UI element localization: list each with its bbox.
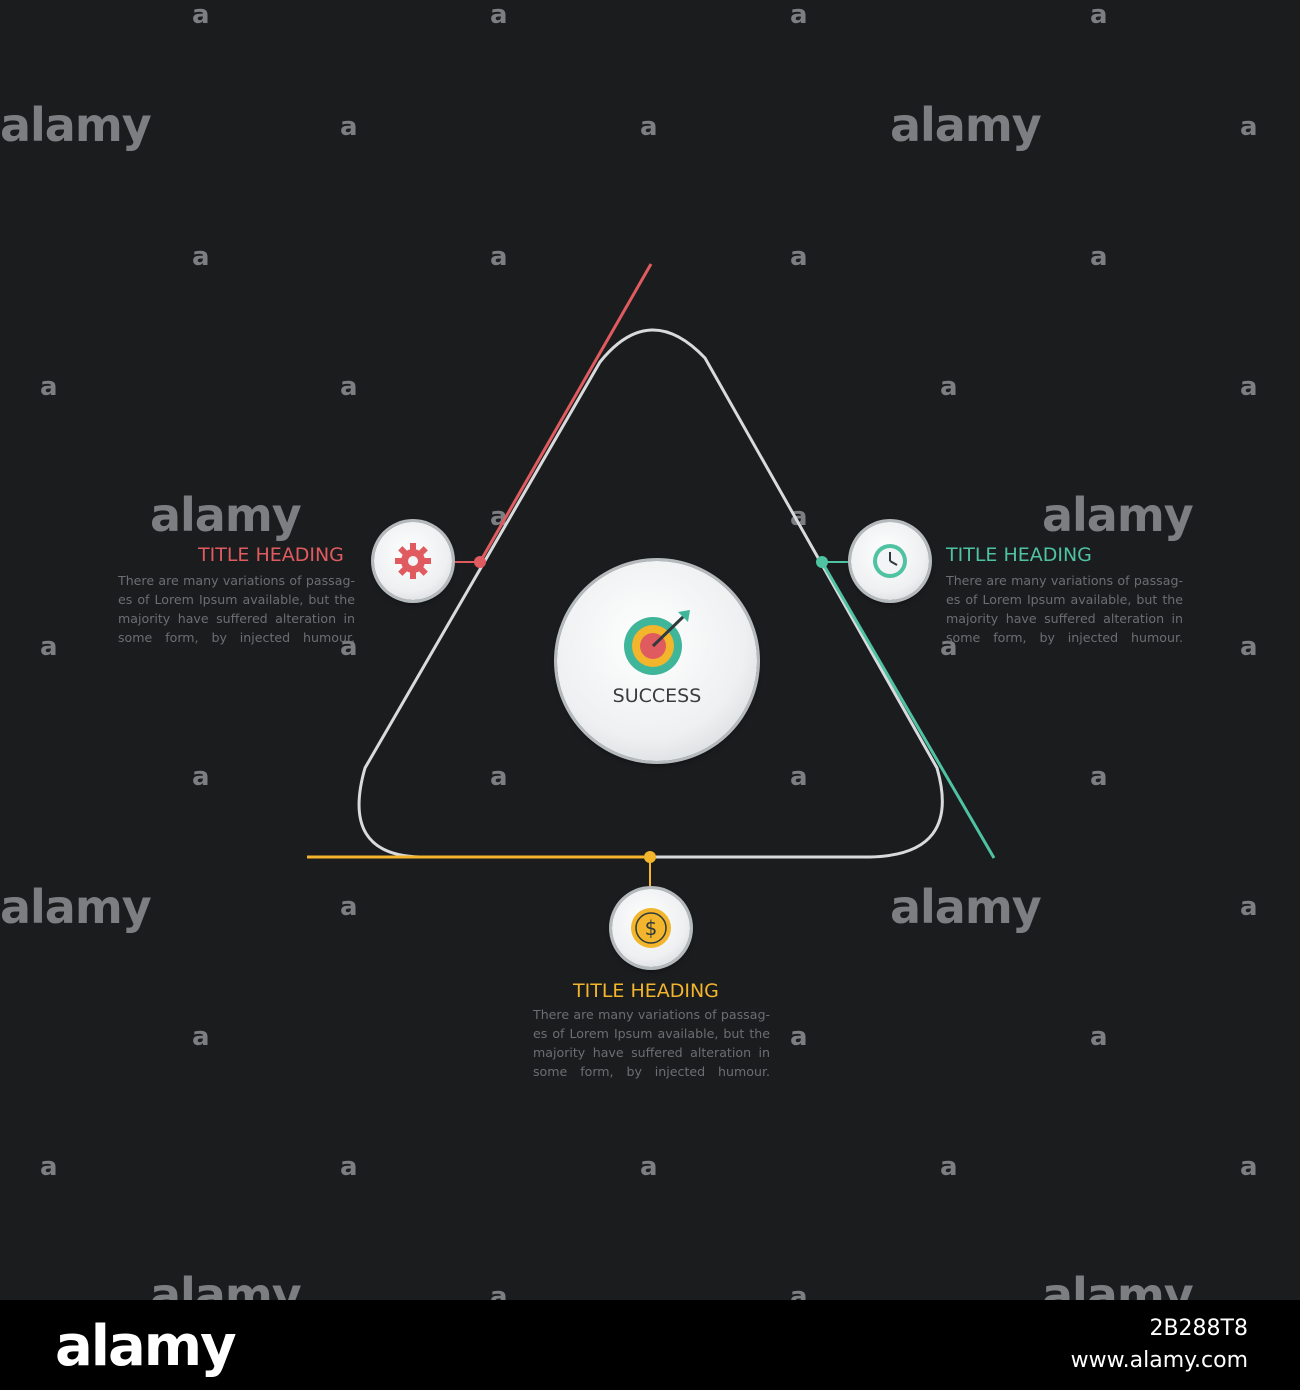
watermark: a — [790, 762, 808, 792]
watermark: a — [192, 242, 210, 272]
target-dart-icon — [624, 610, 690, 675]
svg-text:$: $ — [645, 916, 658, 940]
watermark: a — [1090, 0, 1108, 30]
watermark: a — [490, 762, 508, 792]
body-line: There are many variations of passag- — [533, 1007, 770, 1022]
watermark: a — [640, 112, 658, 142]
watermark: a — [192, 0, 210, 30]
center-circle: SUCCESS — [557, 561, 757, 761]
body-text-right: There are many variations of passag- es … — [946, 571, 1183, 647]
watermark: a — [790, 242, 808, 272]
red-accent-line — [478, 263, 653, 563]
watermark: alamy — [0, 880, 152, 934]
watermark: alamy — [0, 98, 152, 152]
watermark: a — [1090, 242, 1108, 272]
clock-icon — [873, 544, 907, 578]
body-line: majority have suffered alteration in — [946, 611, 1183, 626]
watermark: alamy — [890, 98, 1042, 152]
center-label: SUCCESS — [612, 685, 702, 707]
heading-left: TITLE HEADING — [198, 544, 344, 566]
infographic-canvas: alamy alamy alamy alamy alamy alamy alam… — [0, 0, 1258, 1322]
watermark: a — [192, 1022, 210, 1052]
teal-accent-line — [820, 561, 996, 859]
dollar-node: $ — [612, 889, 690, 967]
watermark: a — [940, 372, 958, 402]
watermark: alamy — [890, 880, 1042, 934]
watermark: a — [340, 632, 358, 662]
footer-url: www.alamy.com — [1070, 1348, 1248, 1373]
watermark: a — [1090, 1022, 1108, 1052]
watermark: a — [1240, 632, 1258, 662]
gear-node — [374, 522, 452, 600]
red-node-dot — [474, 556, 486, 568]
teal-node-dot — [816, 556, 828, 568]
watermark: a — [490, 0, 508, 30]
watermark: a — [940, 1152, 958, 1182]
body-line: some form, by injected humour. — [533, 1064, 770, 1079]
watermark: a — [340, 1152, 358, 1182]
body-text-left: There are many variations of passag- es … — [118, 571, 355, 647]
watermark: a — [340, 372, 358, 402]
watermark: alamy — [1042, 488, 1194, 542]
body-line: majority have suffered alteration in — [118, 611, 355, 626]
watermark: a — [940, 632, 958, 662]
body-line: some form, by injected humour. — [946, 630, 1183, 645]
watermark: a — [1090, 762, 1108, 792]
image-id: 2B288T8 — [1149, 1316, 1248, 1341]
watermark: a — [40, 372, 58, 402]
body-line: some form, by injected humour. — [118, 630, 355, 645]
watermark: a — [1240, 112, 1258, 142]
yellow-node-dot — [644, 851, 656, 863]
watermark: a — [192, 762, 210, 792]
triangle-outline — [357, 328, 944, 859]
watermark: a — [1240, 372, 1258, 402]
body-line: es of Lorem Ipsum available, but the — [946, 592, 1183, 607]
body-line: There are many variations of passag- — [118, 573, 355, 588]
watermark: alamy — [150, 488, 302, 542]
body-line: es of Lorem Ipsum available, but the — [118, 592, 355, 607]
body-line: There are many variations of passag- — [946, 573, 1183, 588]
clock-node — [851, 522, 929, 600]
watermark: a — [340, 892, 358, 922]
watermark: a — [40, 1152, 58, 1182]
body-line: majority have suffered alteration in — [533, 1045, 770, 1060]
watermark: a — [1240, 892, 1258, 922]
watermark: a — [490, 242, 508, 272]
triangle-diagram — [307, 263, 996, 890]
watermark: a — [790, 1022, 808, 1052]
watermark: a — [40, 632, 58, 662]
watermark: a — [640, 1152, 658, 1182]
watermark: a — [790, 0, 808, 30]
watermark: a — [340, 112, 358, 142]
dollar-coin-icon: $ — [631, 908, 671, 948]
footer-bar: alamy 2B288T8 www.alamy.com — [0, 1300, 1300, 1390]
gear-icon — [395, 543, 431, 579]
watermark: a — [790, 502, 808, 532]
watermark: a — [1240, 1152, 1258, 1182]
footer-logo: alamy — [55, 1314, 237, 1379]
heading-bottom: TITLE HEADING — [573, 980, 719, 1002]
body-text-bottom: There are many variations of passag- es … — [533, 1005, 770, 1081]
heading-right: TITLE HEADING — [946, 544, 1092, 566]
body-line: es of Lorem Ipsum available, but the — [533, 1026, 770, 1041]
